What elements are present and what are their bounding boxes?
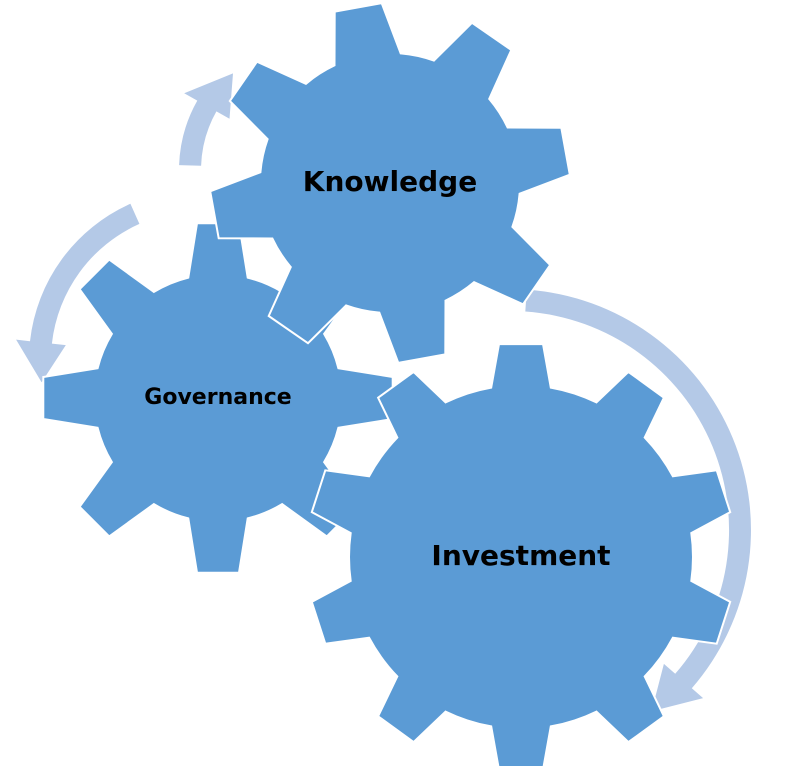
top-curved-arrow-icon xyxy=(179,73,233,166)
left-curved-arrow-icon xyxy=(16,203,140,383)
knowledge-gear xyxy=(209,2,571,364)
right-curved-arrow-icon xyxy=(525,289,751,712)
arrows-layer xyxy=(16,73,751,712)
investment-gear xyxy=(310,343,732,766)
investment-label: Investment xyxy=(431,539,610,572)
knowledge-label: Knowledge xyxy=(303,165,477,198)
governance-label: Governance xyxy=(144,385,291,410)
gears-layer xyxy=(42,2,732,766)
labels-layer: Knowledge Governance Investment xyxy=(144,165,610,572)
